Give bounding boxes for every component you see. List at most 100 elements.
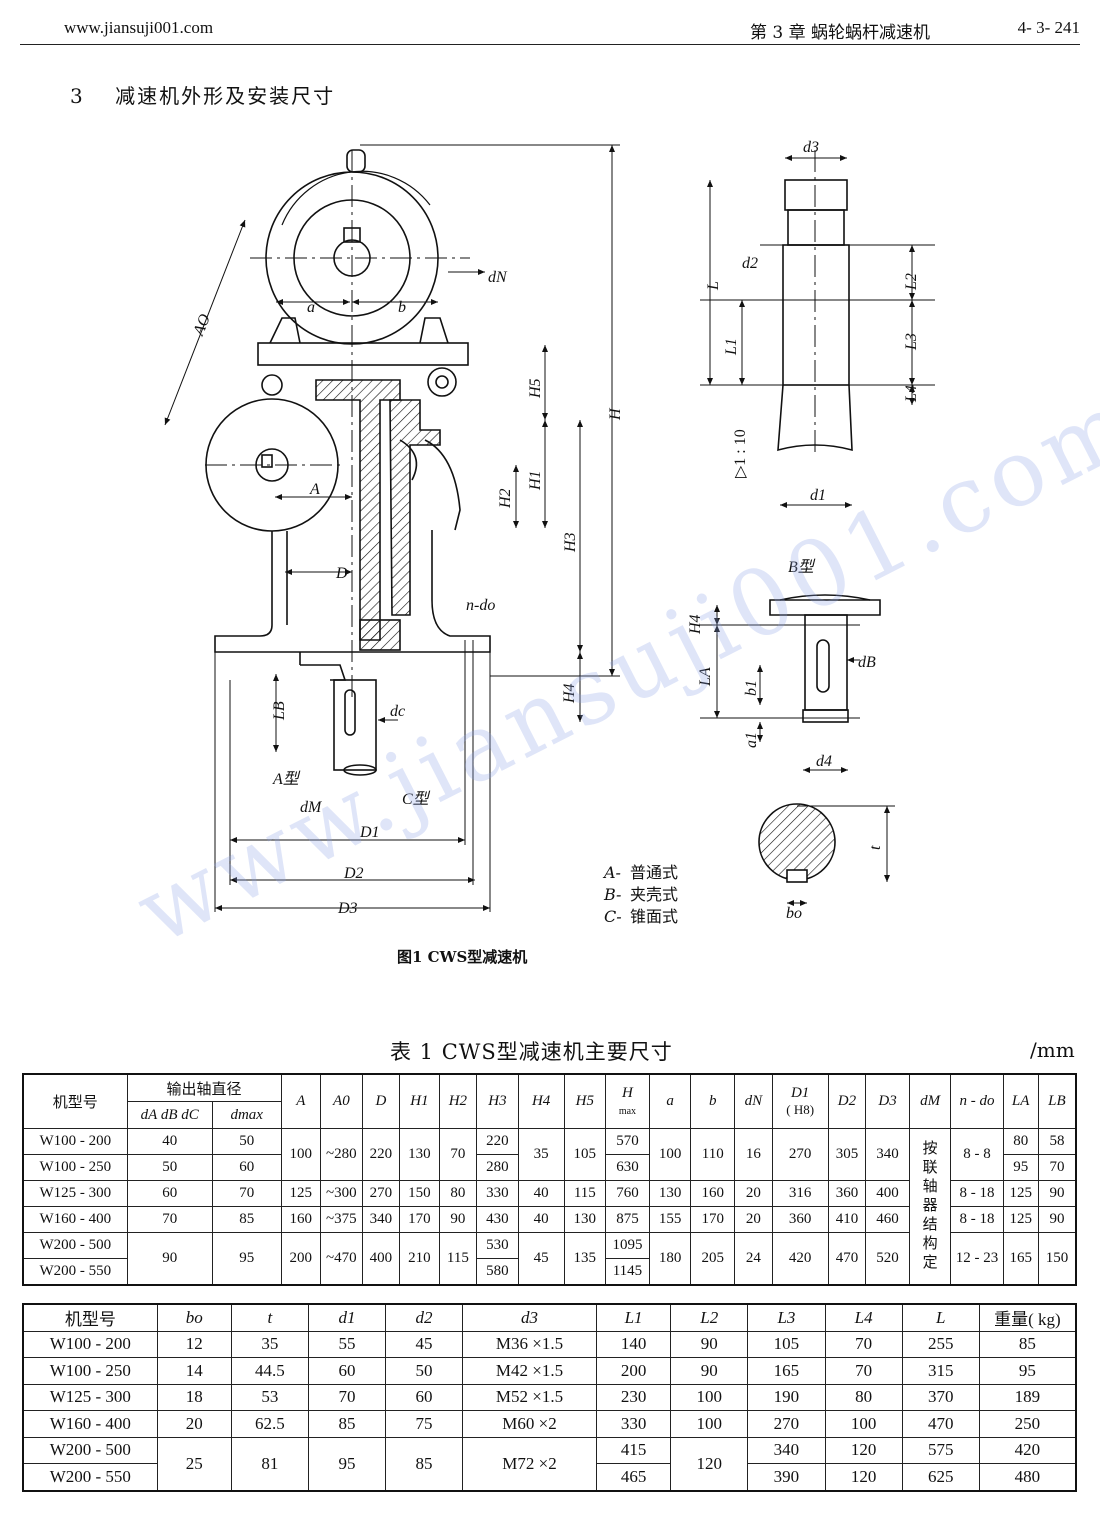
label-H4: H4: [561, 683, 578, 704]
col-H1: H1: [399, 1073, 440, 1129]
col-D1: D1( H8): [771, 1073, 829, 1129]
label-a: a: [307, 299, 315, 316]
worm-input-wheel: [205, 398, 340, 532]
col-A0: A0: [320, 1073, 363, 1129]
label-L2: L2: [903, 273, 920, 291]
col-model: 机型号: [22, 1303, 158, 1332]
header-page-number: 4- 3- 241: [1017, 18, 1080, 37]
col-H3: H3: [476, 1073, 519, 1129]
label-A-type: A型: [272, 770, 301, 788]
col-bo: bo: [156, 1303, 232, 1332]
col-H5: H5: [563, 1073, 607, 1129]
col-A: A: [280, 1073, 322, 1129]
label-B-type: B型: [788, 558, 816, 576]
label-d3: d3: [803, 139, 819, 156]
table-row: W200 - 550 580 1145: [22, 1258, 1076, 1286]
figure-caption: 图1 CWS型减速机: [397, 948, 528, 966]
col-H4: H4: [517, 1073, 565, 1129]
col-dM: dM: [908, 1073, 952, 1129]
label-D: D: [335, 565, 348, 582]
label-b1: b1: [743, 680, 760, 696]
label-taper: ▷1 : 10: [732, 429, 749, 478]
table-row: W100 - 200 40 50 100 ~280 220 130 70 220…: [22, 1128, 1077, 1286]
label-A: A: [309, 481, 320, 498]
label-dc: dc: [390, 703, 405, 720]
figure-labels: AO a b dN A D H H5 H1 H2 H3 H4 n-do LB d…: [190, 139, 920, 922]
col-L: L: [901, 1303, 980, 1332]
label-D3: D3: [337, 900, 358, 917]
shaft-dimensions-table: 机型号 bo t d1 d2 d3 L1 L2 L3 L4 L 重量( kg) …: [22, 1303, 1077, 1492]
shaft-end-detail: [700, 150, 935, 508]
label-d4: d4: [816, 753, 832, 770]
section-number: 3: [70, 84, 85, 108]
dimension-lines: [164, 144, 620, 912]
col-d3: d3: [462, 1303, 597, 1332]
label-D2: D2: [343, 865, 364, 882]
shaft-cross-section: [758, 803, 895, 906]
label-H5: H5: [527, 378, 544, 399]
dM-note: 按联轴器结构定: [908, 1128, 952, 1286]
page-header: www.jiansuji001.com 第 3 章 蜗轮蜗杆减速机 4- 3- …: [20, 14, 1080, 45]
header-chapter: 第 3 章 蜗轮蜗杆减速机: [749, 23, 930, 43]
col-D3: D3: [865, 1073, 910, 1129]
label-AO: AO: [190, 311, 214, 338]
label-H: H: [607, 407, 624, 421]
legend-item: A-普通式: [604, 863, 679, 882]
col-D: D: [361, 1073, 401, 1129]
col-n-do: n - do: [950, 1073, 1004, 1129]
col-L3: L3: [747, 1303, 826, 1332]
table-title: 表 1 CWS型减速机主要尺寸: [390, 1040, 673, 1064]
label-bo: bo: [786, 905, 802, 922]
table-row: W160 - 400 70 85 160 ~375 340 170 90 430…: [22, 1206, 1077, 1233]
label-H2: H2: [497, 488, 514, 509]
label-dN: dN: [488, 269, 508, 286]
col-model: 机型号: [22, 1073, 128, 1129]
label-n-do: n-do: [466, 597, 495, 614]
worm-wheel-housing: [250, 149, 470, 700]
label-L: L: [705, 281, 722, 291]
col-dA-dB-dC: dA dB dC: [126, 1101, 213, 1129]
upper-flange: [257, 342, 469, 366]
label-b: b: [398, 299, 406, 316]
label-d1: d1: [810, 487, 826, 504]
col-dN: dN: [734, 1073, 773, 1129]
col-output-shaft: 输出轴直径: [126, 1073, 282, 1102]
col-t: t: [230, 1303, 309, 1332]
col-d1: d1: [307, 1303, 387, 1332]
legend-item: B-夹壳式: [604, 885, 679, 904]
col-d2: d2: [384, 1303, 464, 1332]
col-L4: L4: [824, 1303, 903, 1332]
label-H1: H1: [527, 470, 544, 491]
col-L2: L2: [670, 1303, 749, 1332]
label-H3: H3: [562, 532, 579, 553]
col-weight: 重量( kg): [978, 1303, 1077, 1332]
col-b: b: [690, 1073, 736, 1129]
label-dM: dM: [300, 799, 323, 816]
table-row: W200 - 500 25 81 95 85 M72 ×2 415 120 34…: [22, 1436, 1077, 1491]
output-shaft: [333, 679, 377, 776]
col-dmax: dmax: [211, 1101, 282, 1129]
col-L1: L1: [595, 1303, 672, 1332]
label-H4-b: H4: [687, 614, 704, 635]
sectioned-body: [315, 379, 461, 651]
reducer-drawing: AO a b dN A D H H5 H1 H2 H3 H4 n-do LB d…: [164, 139, 935, 922]
col-LA: LA: [1002, 1073, 1039, 1129]
legend-item: C-锥面式: [604, 907, 679, 926]
label-LB: LB: [271, 701, 288, 721]
col-LB: LB: [1037, 1073, 1077, 1129]
col-H2: H2: [438, 1073, 478, 1129]
table-row: W100 - 250 50 60 280 630 95 70: [22, 1154, 1077, 1181]
b-type-detail: [700, 594, 881, 773]
section-title-text: 减速机外形及安装尺寸: [115, 84, 336, 108]
table-unit: /mm: [1030, 1038, 1075, 1062]
figure-legend: A-普通式 B-夹壳式 C-锥面式: [604, 862, 678, 928]
label-L1: L1: [723, 338, 740, 356]
col-D2: D2: [827, 1073, 867, 1129]
section-title: 3 减速机外形及安装尺寸: [70, 80, 335, 109]
label-D1: D1: [359, 824, 380, 841]
col-a: a: [648, 1073, 692, 1129]
label-LA: LA: [697, 667, 714, 687]
label-C-type: C型: [402, 790, 431, 808]
